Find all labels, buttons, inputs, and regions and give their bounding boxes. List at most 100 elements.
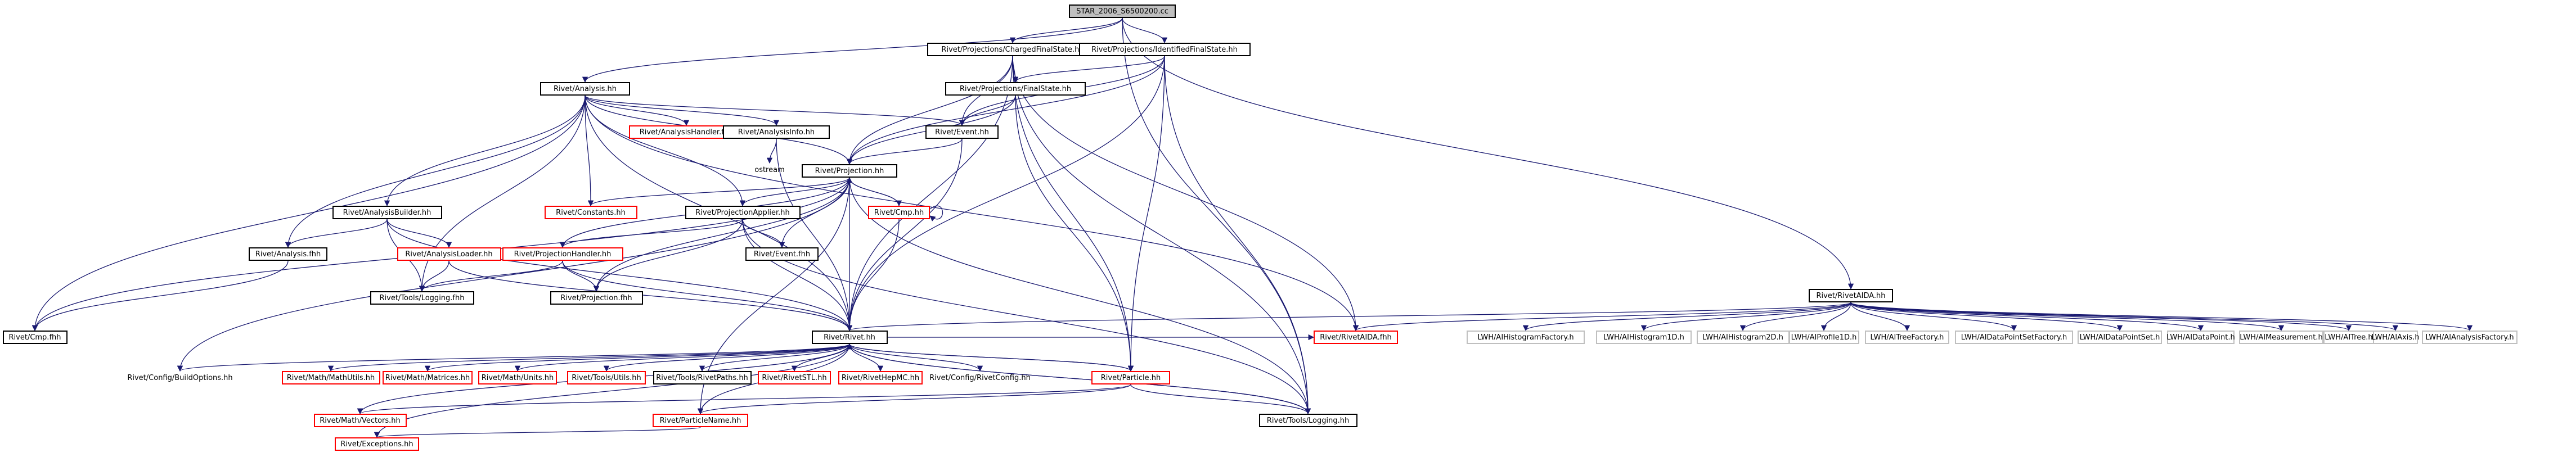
edge-rivet-to-mmu	[328, 343, 850, 372]
edge-abuilder-to-rivet	[386, 219, 853, 332]
node-mmat[interactable]: Rivet/Math/Matrices.hh	[383, 371, 473, 384]
edge-analysis-to-ainfo	[585, 95, 780, 126]
edge-projection-to-pname	[697, 177, 850, 415]
node-pname[interactable]: Rivet/ParticleName.hh	[653, 414, 748, 427]
edge-ainfo-to-ostream	[766, 138, 777, 164]
edge-raidahh-to-lw4	[1820, 302, 1851, 332]
node-ostream[interactable]: ostream	[754, 165, 785, 174]
edge-afhh-to-cmpfhh	[32, 260, 289, 332]
edge-event-to-projection	[846, 138, 963, 165]
edge-raidahh-to-lw5	[1850, 302, 1910, 332]
node-ainfo[interactable]: Rivet/AnalysisInfo.hh	[723, 125, 830, 139]
node-hepmc[interactable]: Rivet/RivetHepMC.hh	[838, 371, 923, 384]
node-root[interactable]: STAR_2006_S6500200.cc	[1069, 4, 1176, 18]
edge-phandler-to-tlfhh	[419, 260, 563, 292]
edge-event-to-rivet	[846, 138, 963, 332]
edge-cmp-to-cmp	[929, 205, 943, 221]
node-particle[interactable]: Rivet/Particle.hh	[1091, 371, 1170, 384]
node-mvec[interactable]: Rivet/Math/Vectors.hh	[313, 414, 407, 427]
edge-raidahh-to-lw8	[1850, 302, 2204, 332]
edge-papplier-to-phandler	[559, 219, 743, 248]
edge-projection-to-papplier	[739, 177, 850, 207]
edge-raidahh-to-lw2	[1640, 302, 1851, 332]
node-lw5[interactable]: LWH/AITreeFactory.h	[1865, 331, 1949, 344]
node-raidahh[interactable]: Rivet/RivetAIDA.hh	[1809, 289, 1893, 302]
node-lw12[interactable]: LWH/AIAnalysisFactory.h	[2422, 331, 2517, 344]
node-raida[interactable]: Rivet/RivetAIDA.fhh	[1314, 331, 1398, 344]
node-aloader[interactable]: Rivet/AnalysisLoader.hh	[397, 247, 501, 261]
node-lw8[interactable]: LWH/AIDataPoint.h	[2166, 331, 2235, 344]
node-analysis[interactable]: Rivet/Analysis.hh	[540, 82, 630, 96]
node-abuilder[interactable]: Rivet/AnalysisBuilder.hh	[332, 206, 442, 219]
node-lw9[interactable]: LWH/AIMeasurement.h	[2239, 331, 2323, 344]
edge-root-to-cfs	[1009, 17, 1123, 44]
node-constants[interactable]: Rivet/Constants.hh	[544, 206, 637, 219]
node-rconfig[interactable]: Rivet/Config/RivetConfig.hh	[929, 373, 1031, 382]
edge-phandler-to-rivet	[562, 260, 853, 332]
edge-raidahh-to-lw1	[1523, 302, 1851, 332]
node-lw7[interactable]: LWH/AIDataPointSet.h	[2078, 331, 2162, 344]
edge-analysis-to-constants	[585, 95, 594, 207]
node-eventfhh[interactable]: Rivet/Event.fhh	[745, 247, 819, 261]
node-lw6[interactable]: LWH/AIDataPointSetFactory.h	[1955, 331, 2073, 344]
edge-raidahh-to-lw6	[1850, 302, 2017, 332]
edge-projection-to-tlog	[849, 177, 1311, 415]
edge-particle-to-mvec	[357, 384, 1131, 415]
edge-ainfo-to-rivet	[776, 138, 853, 332]
edge-cmp-to-rivet	[846, 219, 900, 332]
edge-ifs-to-fs	[1012, 56, 1165, 83]
node-tutils[interactable]: Rivet/Tools/Utils.hh	[567, 371, 646, 384]
node-lw2[interactable]: LWH/AIHistogram1D.h	[1596, 331, 1692, 344]
node-event[interactable]: Rivet/Event.hh	[925, 125, 999, 139]
node-ifs[interactable]: Rivet/Projections/IdentifiedFinalState.h…	[1078, 43, 1251, 56]
edge-cmp-to-projection	[846, 177, 900, 206]
edge-particle-to-tlog	[1130, 384, 1311, 415]
node-tpaths[interactable]: Rivet/Tools/RivetPaths.hh	[653, 371, 752, 384]
edge-aloader-to-rivet	[448, 260, 853, 332]
node-munits[interactable]: Rivet/Math/Units.hh	[478, 371, 557, 384]
edge-phandler-to-pfhh	[562, 260, 600, 292]
node-cfs[interactable]: Rivet/Projections/ChargedFinalState.hh	[927, 43, 1099, 56]
node-tlog[interactable]: Rivet/Tools/Logging.hh	[1258, 414, 1357, 427]
edge-ifs-to-particle	[1127, 56, 1165, 372]
edge-pname-to-exceptions	[374, 427, 701, 438]
node-phandler[interactable]: Rivet/ProjectionHandler.hh	[502, 247, 623, 261]
node-cbo[interactable]: Rivet/Config/BuildOptions.hh	[127, 373, 233, 382]
edge-raidahh-to-raida	[1353, 302, 1851, 332]
edge-papplier-to-eventfhh	[742, 219, 785, 248]
node-lw4[interactable]: LWH/AIProfile1D.h	[1788, 331, 1859, 344]
edge-raidahh-to-rivet	[847, 302, 1851, 332]
node-tlfhh[interactable]: Rivet/Tools/Logging.fhh	[370, 291, 474, 305]
edge-ifs-to-rivet	[846, 56, 1165, 332]
node-fs[interactable]: Rivet/Projections/FinalState.hh	[945, 82, 1086, 96]
node-projection[interactable]: Rivet/Projection.hh	[802, 164, 897, 178]
edge-ifs-to-projection	[846, 56, 1165, 165]
edge-cfs-to-projection	[846, 56, 1013, 165]
node-lw3[interactable]: LWH/AIHistogram2D.h	[1696, 331, 1790, 344]
node-pfhh[interactable]: Rivet/Projection.fhh	[550, 291, 643, 305]
node-lw1[interactable]: LWH/AIHistogramFactory.h	[1467, 331, 1585, 344]
node-afhh[interactable]: Rivet/Analysis.fhh	[249, 247, 327, 261]
node-cmp[interactable]: Rivet/Cmp.hh	[868, 206, 930, 219]
node-papplier[interactable]: Rivet/ProjectionApplier.hh	[685, 206, 801, 219]
edge-particle-to-rivet	[846, 343, 1131, 372]
node-cmpfhh[interactable]: Rivet/Cmp.fhh	[2, 331, 68, 344]
edge-particle-to-pname	[698, 384, 1131, 415]
edge-raidahh-to-lw7	[1850, 302, 2123, 332]
node-lw11[interactable]: LWH/AIAxis.h	[2371, 331, 2420, 344]
edge-projection-to-constants	[587, 177, 850, 207]
edge-rivet-to-tpaths	[699, 343, 850, 372]
edge-ifs-to-tlog	[1164, 56, 1311, 415]
edge-abuilder-to-aloader	[386, 219, 452, 248]
node-stl[interactable]: Rivet/RivetSTL.hh	[758, 371, 831, 384]
edge-analysis-to-abuilder	[384, 95, 586, 207]
edge-raidahh-to-lw12	[1850, 302, 2472, 332]
edge-analysis-to-cmpfhh	[32, 95, 586, 332]
node-mmu[interactable]: Rivet/Math/MathUtils.hh	[281, 371, 380, 384]
node-exceptions[interactable]: Rivet/Exceptions.hh	[335, 437, 419, 451]
node-lw10[interactable]: LWH/AITree.h	[2323, 331, 2374, 344]
edge-raidahh-to-lw10	[1850, 302, 2352, 332]
edge-cfs-to-particle	[1012, 56, 1134, 372]
node-rivet[interactable]: Rivet/Rivet.hh	[811, 331, 888, 344]
